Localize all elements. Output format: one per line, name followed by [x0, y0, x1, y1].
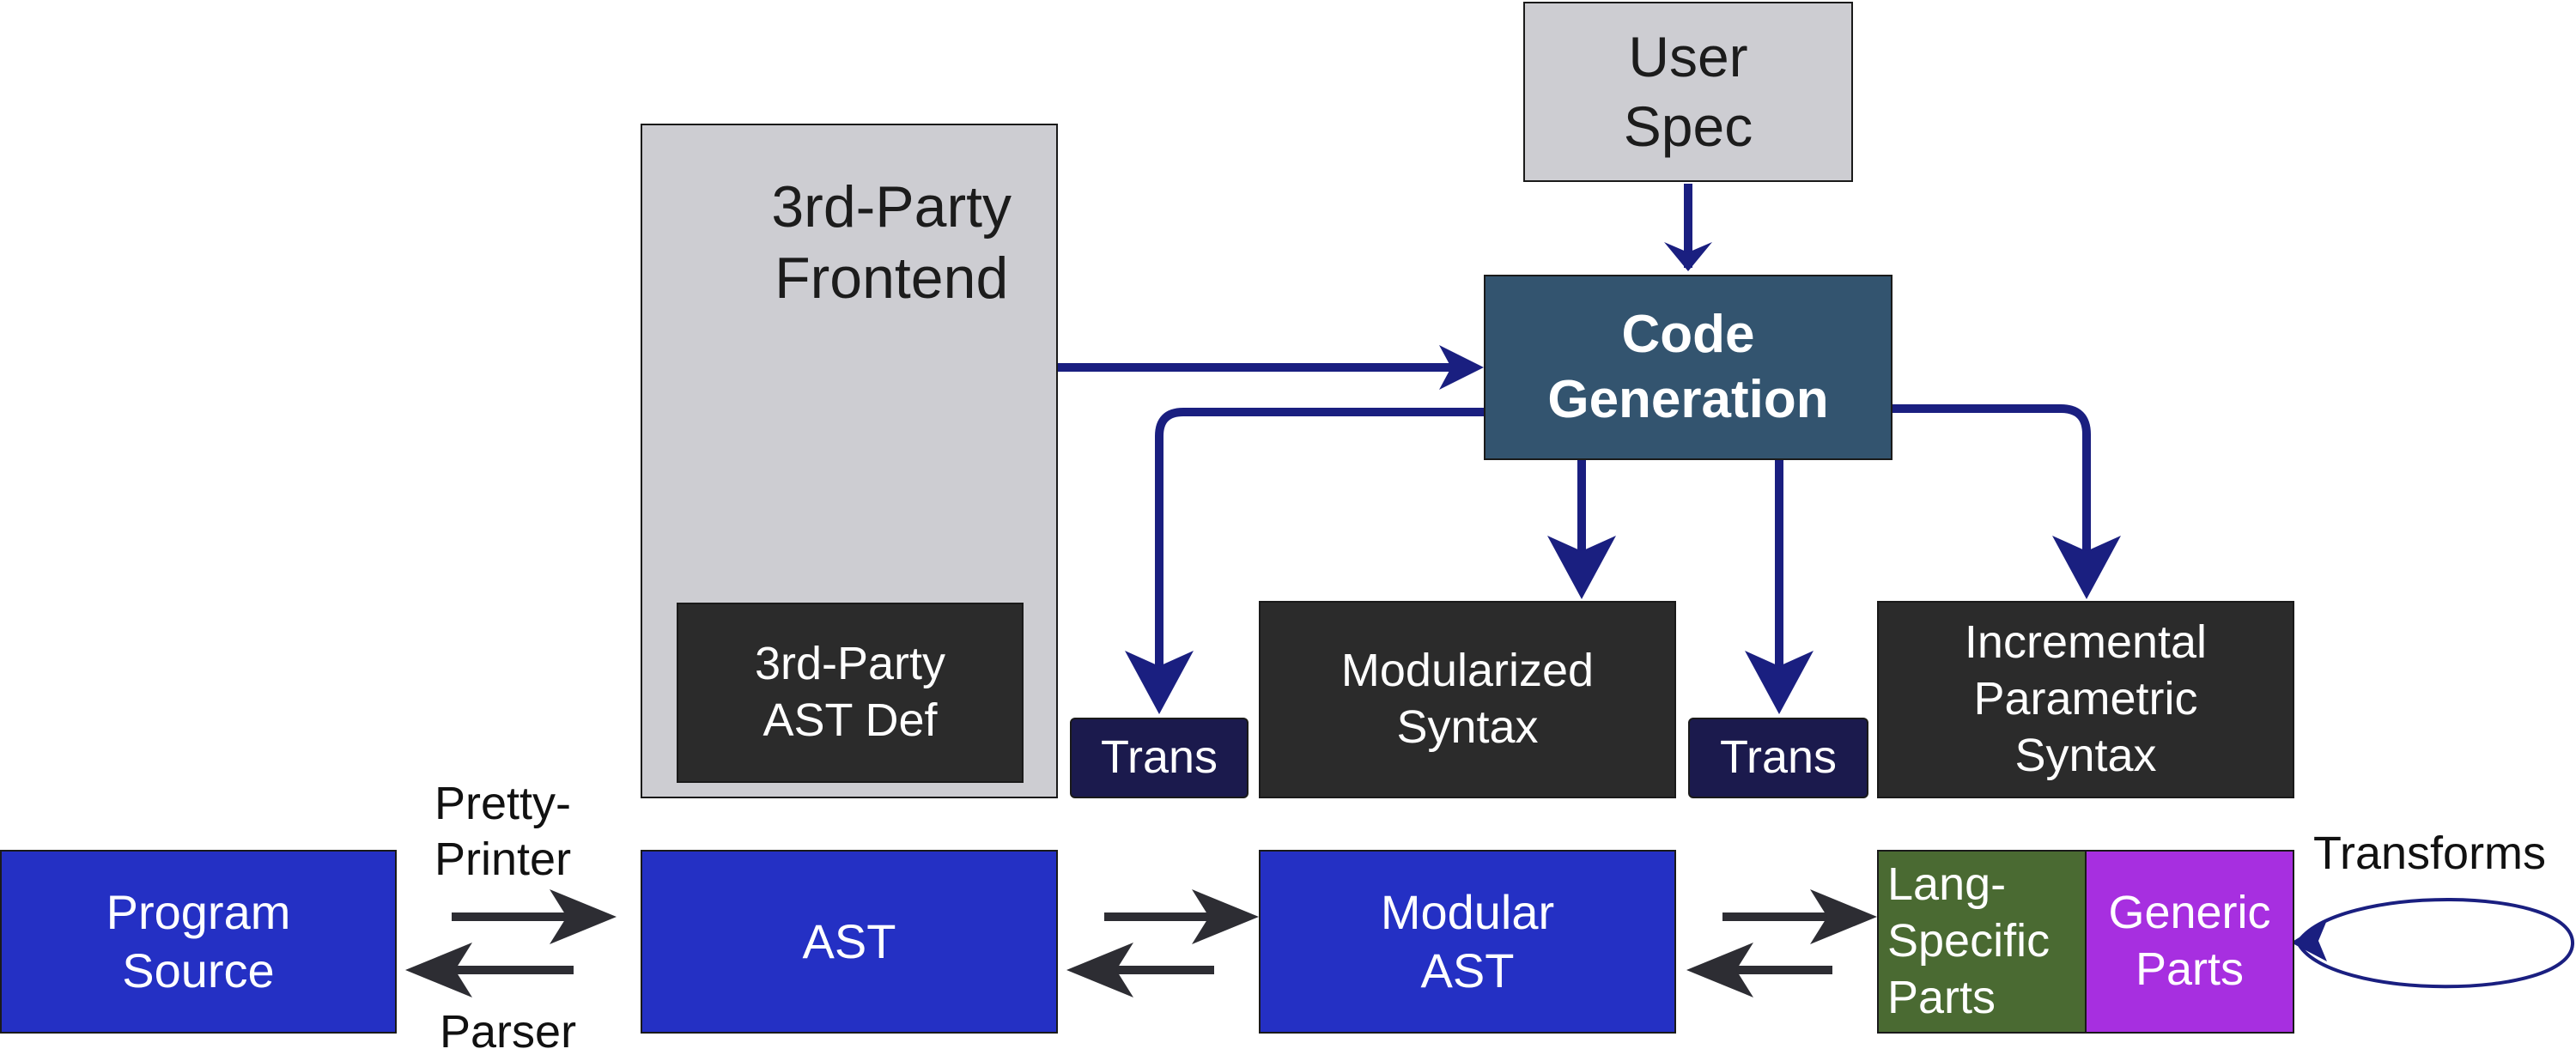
arrow-codegen-to-modularized: [1547, 460, 1616, 599]
arrow-modular-to-ast: [1066, 943, 1214, 997]
trans-left-box: Trans: [1070, 718, 1249, 798]
generic-parts-box: Generic Parts: [2085, 850, 2294, 1034]
arrow-parts-to-modular: [1686, 943, 1832, 997]
arrow-modular-to-parts: [1722, 889, 1877, 944]
incremental-parametric-syntax-label: Incremental Parametric Syntax: [1964, 616, 2208, 781]
third-party-ast-def-box: 3rd-Party AST Def: [677, 603, 1024, 783]
generic-parts-label: Generic Parts: [2108, 887, 2271, 995]
ast-label: AST: [802, 913, 896, 968]
arrow-codegen-to-trans-right: [1745, 460, 1814, 714]
modular-ast-box: Modular AST: [1259, 850, 1676, 1034]
parser-label: Parser: [440, 1006, 577, 1058]
transforms-label: Transforms: [2313, 828, 2547, 879]
code-generation-label: Code Generation: [1547, 305, 1829, 429]
arrow-codegen-to-trans-left: [1125, 408, 1484, 714]
trans-left-label: Trans: [1100, 731, 1218, 784]
code-generation-box: Code Generation: [1484, 275, 1893, 460]
ast-box: AST: [641, 850, 1058, 1034]
user-spec-box: User Spec: [1523, 2, 1853, 182]
arrow-parser: [405, 943, 574, 997]
arrow-codegen-to-incremental: [1893, 404, 2121, 599]
modularized-syntax-label: Modularized Syntax: [1340, 645, 1595, 753]
trans-right-box: Trans: [1688, 718, 1868, 798]
user-spec-label: User Spec: [1623, 25, 1753, 158]
lang-specific-parts-label: Lang- Specific Parts: [1887, 858, 2050, 1023]
third-party-ast-def-label: 3rd-Party AST Def: [754, 638, 946, 746]
transforms-loop-arrow: [2291, 898, 2575, 989]
modular-ast-label: Modular AST: [1380, 884, 1555, 997]
arrow-userspec-to-codegen: [1664, 184, 1712, 271]
lang-specific-parts-box: Lang- Specific Parts: [1877, 850, 2087, 1034]
pretty-printer-label: Pretty- Printer: [434, 778, 572, 885]
trans-right-label: Trans: [1719, 731, 1838, 784]
arrow-frontend-to-codegen: [1058, 345, 1484, 390]
incremental-parametric-syntax-box: Incremental Parametric Syntax: [1877, 601, 2294, 798]
modularized-syntax-box: Modularized Syntax: [1259, 601, 1676, 798]
third-party-frontend-label: 3rd-Party Frontend: [771, 174, 1012, 311]
arrow-ast-to-modular: [1104, 889, 1259, 944]
arrow-pretty-printer: [452, 889, 617, 944]
program-source-box: Program Source: [0, 850, 397, 1034]
program-source-label: Program Source: [106, 884, 291, 997]
